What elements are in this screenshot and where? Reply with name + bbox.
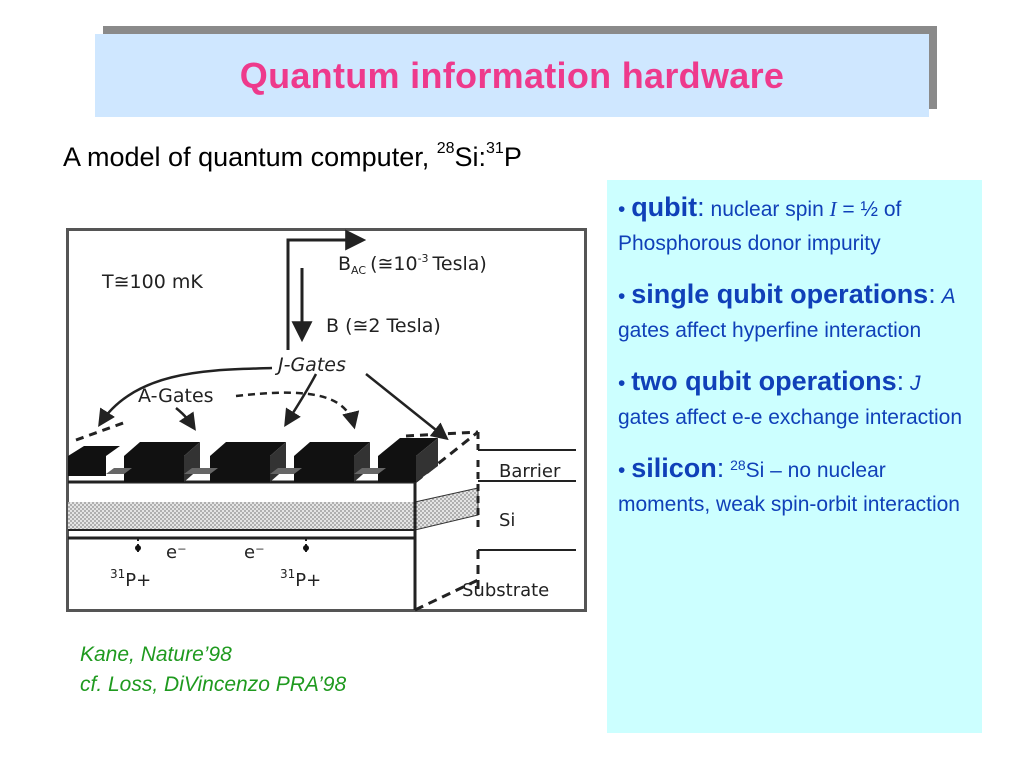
bullet-text: gates affect e-e exchange interaction [618, 406, 963, 429]
bullet-isotope: 28 [730, 457, 746, 473]
bullet-colon: : [697, 192, 705, 222]
bullet-colon: : [896, 366, 905, 396]
gate-dashed-edge [75, 420, 127, 442]
bullet-text: gates affect hyperfine interaction [618, 319, 922, 342]
bullet-keyword: single qubit operations [631, 279, 929, 309]
j-gate [106, 468, 132, 474]
j-gate [270, 468, 302, 474]
barrier-label: Barrier [499, 461, 561, 482]
bullet-keyword: two qubit operations [631, 366, 897, 396]
subtitle-isotope-si: 28 [436, 140, 455, 157]
si-layer [68, 502, 415, 530]
a-gate [124, 442, 200, 482]
bullet-dot: • [618, 459, 632, 482]
gate-dashed-edge [405, 430, 479, 438]
phosphorus-label: 31P+ [280, 567, 321, 591]
bullet-dot: • [618, 198, 632, 221]
substrate-label: Substrate [462, 580, 549, 601]
si-label: Si [499, 510, 515, 531]
citation-line-2: cf. Loss, DiVincenzo PRA’98 [80, 673, 347, 696]
donor-dot [303, 545, 309, 551]
bullet-single-qubit: • single qubit operations: A gates affec… [618, 277, 970, 348]
bullet-variable: A [941, 285, 956, 308]
a-gate-arrow [235, 391, 360, 430]
citation: Kane, Nature’98 cf. Loss, DiVincenzo PRA… [80, 640, 346, 700]
bac-field-arrow [286, 229, 367, 350]
bullet-dot: • [618, 372, 632, 395]
bullet-variable: J [910, 372, 921, 395]
title-box: Quantum information hardware [95, 34, 929, 117]
info-panel: • qubit: nuclear spin I = ½ of Phosphoro… [607, 180, 982, 733]
diagram-frame [66, 228, 587, 612]
subtitle-element-si: Si: [454, 142, 487, 172]
j-gate-arrow [365, 373, 449, 441]
a-gate [294, 442, 370, 482]
bullet-colon: : [716, 453, 725, 483]
slide-subtitle: A model of quantum computer, 28Si:31P [63, 140, 522, 173]
j-gate [354, 468, 386, 474]
b-field-label: B (≅2 Tesla) [326, 315, 441, 337]
bullet-silicon: • silicon: 28Si – no nuclear moments, we… [618, 451, 970, 522]
subtitle-element-p: P [503, 142, 522, 172]
a-gate [210, 442, 286, 482]
bullet-two-qubit: • two qubit operations: J gates affect e… [618, 364, 970, 435]
bullet-text: Si – no nuclear moments, weak spin-orbit… [618, 459, 960, 516]
electron-label: e⁻ [166, 542, 187, 563]
bullet-keyword: qubit [631, 192, 698, 222]
bullet-text: nuclear spin [704, 198, 830, 221]
bullet-text: = ½ of Phosphorous donor impurity [618, 198, 902, 255]
j-gate-arrow [98, 366, 273, 427]
a-gate [378, 438, 438, 482]
j-gates-label: J-Gates [274, 354, 346, 376]
bullet-variable: I [829, 197, 837, 221]
gate-array [68, 420, 479, 482]
bottom-side-dashed [414, 578, 479, 612]
top-side-dashed [414, 430, 479, 484]
electron-label: e⁻ [244, 542, 265, 563]
a-gates-label: A-Gates [138, 385, 214, 407]
a-gate-arrow [175, 407, 196, 431]
subtitle-text: A model of quantum computer, [63, 142, 437, 172]
citation-line-1: Kane, Nature’98 [80, 643, 232, 666]
bullet-keyword: silicon [631, 453, 717, 483]
bullet-colon: : [928, 279, 936, 309]
donor-dot [135, 545, 141, 551]
j-gate [184, 468, 218, 474]
slide-title: Quantum information hardware [239, 54, 785, 96]
phosphorus-label: 31P+ [110, 567, 151, 591]
subtitle-isotope-p: 31 [486, 140, 504, 157]
a-gate [68, 446, 120, 476]
bullet-dot: • [618, 285, 632, 308]
j-gate-arrow [284, 373, 318, 427]
temperature-label: T≅100 mK [101, 271, 203, 293]
bullet-qubit: • qubit: nuclear spin I = ½ of Phosphoro… [618, 190, 970, 261]
